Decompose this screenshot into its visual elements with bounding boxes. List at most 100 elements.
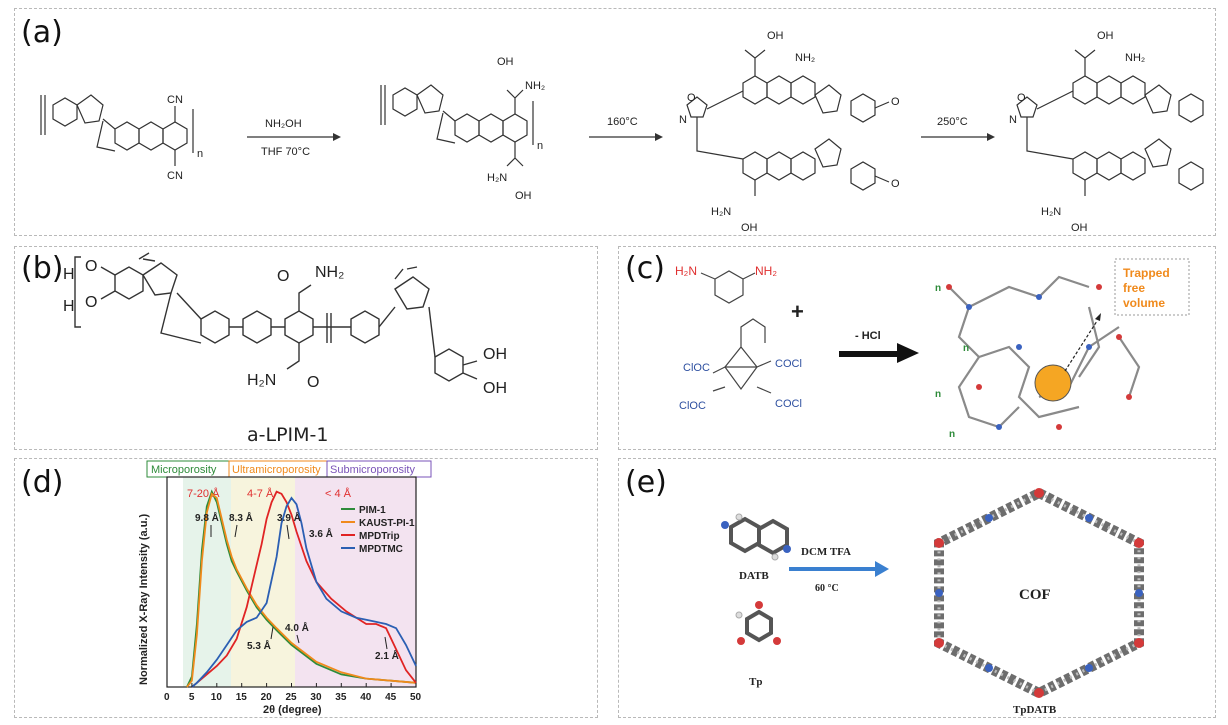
panel-a-label: (a)	[21, 15, 63, 50]
lpim-h2n: H₂N	[247, 372, 276, 389]
lpim-ring-4	[242, 310, 272, 344]
series-line-kaust-pi-1	[186, 492, 417, 688]
pim1-cn-bottom: CN	[167, 170, 183, 182]
reagent-top: NH₂OH	[265, 118, 302, 130]
product2-ring-10	[1144, 138, 1172, 168]
peak-4-0: 4.0 Å	[285, 621, 309, 634]
step-160: 160°C	[607, 116, 638, 128]
polymer-network	[948, 275, 1141, 429]
network-n-4: n	[949, 429, 955, 440]
datb-label: DATB	[739, 570, 769, 582]
product2-ring-9	[1120, 151, 1146, 181]
amidoxime-n: n	[537, 140, 543, 152]
trip-cloc-1: ClOC	[683, 362, 710, 374]
lpim-ring-2	[142, 262, 178, 296]
amidoxime-ring-5	[502, 113, 528, 143]
product1-ring-6	[686, 96, 708, 118]
pim1-ring-5	[162, 121, 188, 151]
x-tick-label: 5	[189, 692, 195, 703]
product1-ring-7	[742, 151, 768, 181]
lpim-o-amide-bottom: O	[307, 374, 319, 391]
datb-molecule	[721, 513, 791, 561]
trip-cocl-1: COCl	[775, 358, 802, 370]
lpim-nh2: NH₂	[315, 264, 344, 281]
cof-center-label: COF	[1019, 587, 1051, 603]
panel-a-scheme: CN CN n NH₂OH THF 70°C OH NH₂ H₂N OH n 1…	[40, 30, 1204, 234]
panel-e-scheme: DATB Tp DCM TFA 60 °C COF TpDATB	[721, 487, 1144, 716]
amidoxime-oh-top: OH	[497, 56, 514, 68]
x-tick-label: 10	[211, 692, 223, 703]
reaction-arrow-head	[897, 343, 919, 363]
lpim-ring-7	[394, 276, 430, 310]
product2-ring-1	[1072, 75, 1098, 105]
lpim-o-amide-top: O	[277, 268, 289, 285]
x-tick-label: 45	[385, 692, 397, 703]
product1-ring-4	[814, 84, 842, 114]
panel-c-scheme: H₂N NH₂ + ClOC ClOC COCl COCl - HCl Trap…	[675, 258, 1190, 440]
peak-8-3: 8.3 Å	[229, 511, 253, 524]
legend-mpdtrip: MPDTrip	[359, 531, 400, 542]
cof-conditions-bottom: 60 °C	[815, 583, 839, 594]
panel-c: (c) H₂N NH₂ + ClOC ClOC COCl COCl - HCl	[618, 246, 1216, 450]
pim1-ring-1	[52, 97, 78, 127]
peak-3-9: 3.9 Å	[277, 511, 301, 524]
peak-9-8: 9.8 Å	[195, 511, 219, 524]
product2-oh-top: OH	[1097, 30, 1114, 42]
product1-ring-3	[790, 75, 816, 105]
product2-oh-bottom: OH	[1071, 222, 1088, 234]
range-submicro: < 4 Å	[325, 487, 352, 500]
plus-sign: +	[791, 299, 804, 324]
product1-ring-2	[766, 75, 792, 105]
product2-ring-3	[1120, 75, 1146, 105]
lpim-oh-bottom: OH	[483, 380, 507, 397]
lpim-o-top: O	[85, 258, 97, 275]
mpd-h2n: H₂N	[675, 264, 697, 278]
network-n-3: n	[935, 389, 941, 400]
product1-ring-9	[790, 151, 816, 181]
range-ultra: 4-7 Å	[247, 487, 274, 500]
lpim-o-bottom: O	[85, 294, 97, 311]
product1-ring-5	[850, 93, 876, 123]
amidoxime-h2n-bottom: H₂N	[487, 172, 507, 184]
product2-ring-11	[1178, 161, 1204, 191]
product2-ring-6	[1016, 96, 1038, 118]
x-tick-label: 25	[286, 692, 298, 703]
pim1-ring-2	[76, 94, 104, 124]
series-line-mpdtmc	[191, 496, 417, 688]
trapped-line-2: free	[1123, 281, 1145, 295]
legend-pim1: PIM-1	[359, 505, 386, 516]
product2-ring-5	[1178, 93, 1204, 123]
lpim-oh-top: OH	[483, 346, 507, 363]
x-tick-label: 40	[360, 692, 372, 703]
tp-label: Tp	[749, 676, 762, 688]
product1-ring-1	[742, 75, 768, 105]
region-micro-label: Microporosity	[151, 464, 217, 476]
peak-arrows	[210, 524, 388, 650]
product1-nh2-top: NH₂	[795, 52, 815, 64]
pim1-ring-4	[138, 121, 164, 151]
product2-ring-7	[1072, 151, 1098, 181]
arrow-label-hcl: - HCl	[855, 330, 881, 342]
cof-name-label: TpDATB	[1013, 704, 1057, 716]
lpim-ring-6	[350, 310, 380, 344]
mpd-ring	[714, 270, 744, 304]
reaction-arrow-shaft	[839, 351, 899, 357]
amidoxime-ring-4	[478, 113, 504, 143]
trip-cloc-2: ClOC	[679, 400, 706, 412]
product1-oh-bottom: OH	[741, 222, 758, 234]
lpim-ring-5	[284, 310, 314, 344]
series-line-pim-1	[186, 489, 417, 688]
panel-c-label: (c)	[625, 251, 665, 286]
trapped-line-3: volume	[1123, 296, 1165, 310]
amidoxime-ring-1	[392, 87, 418, 117]
series-line-mpdtrip	[191, 490, 417, 688]
lpim-ring-3	[200, 310, 230, 344]
trip-cocl-2: COCl	[775, 398, 802, 410]
product1-o-right: O	[891, 96, 900, 108]
legend-kaust: KAUST-PI-1	[359, 518, 415, 529]
product1-h2n: H₂N	[711, 206, 731, 218]
product1-oh-top: OH	[767, 30, 784, 42]
lpim-h-top: H	[63, 266, 75, 283]
product2-ring-2	[1096, 75, 1122, 105]
region-submicro-label: Submicroporosity	[330, 464, 415, 476]
